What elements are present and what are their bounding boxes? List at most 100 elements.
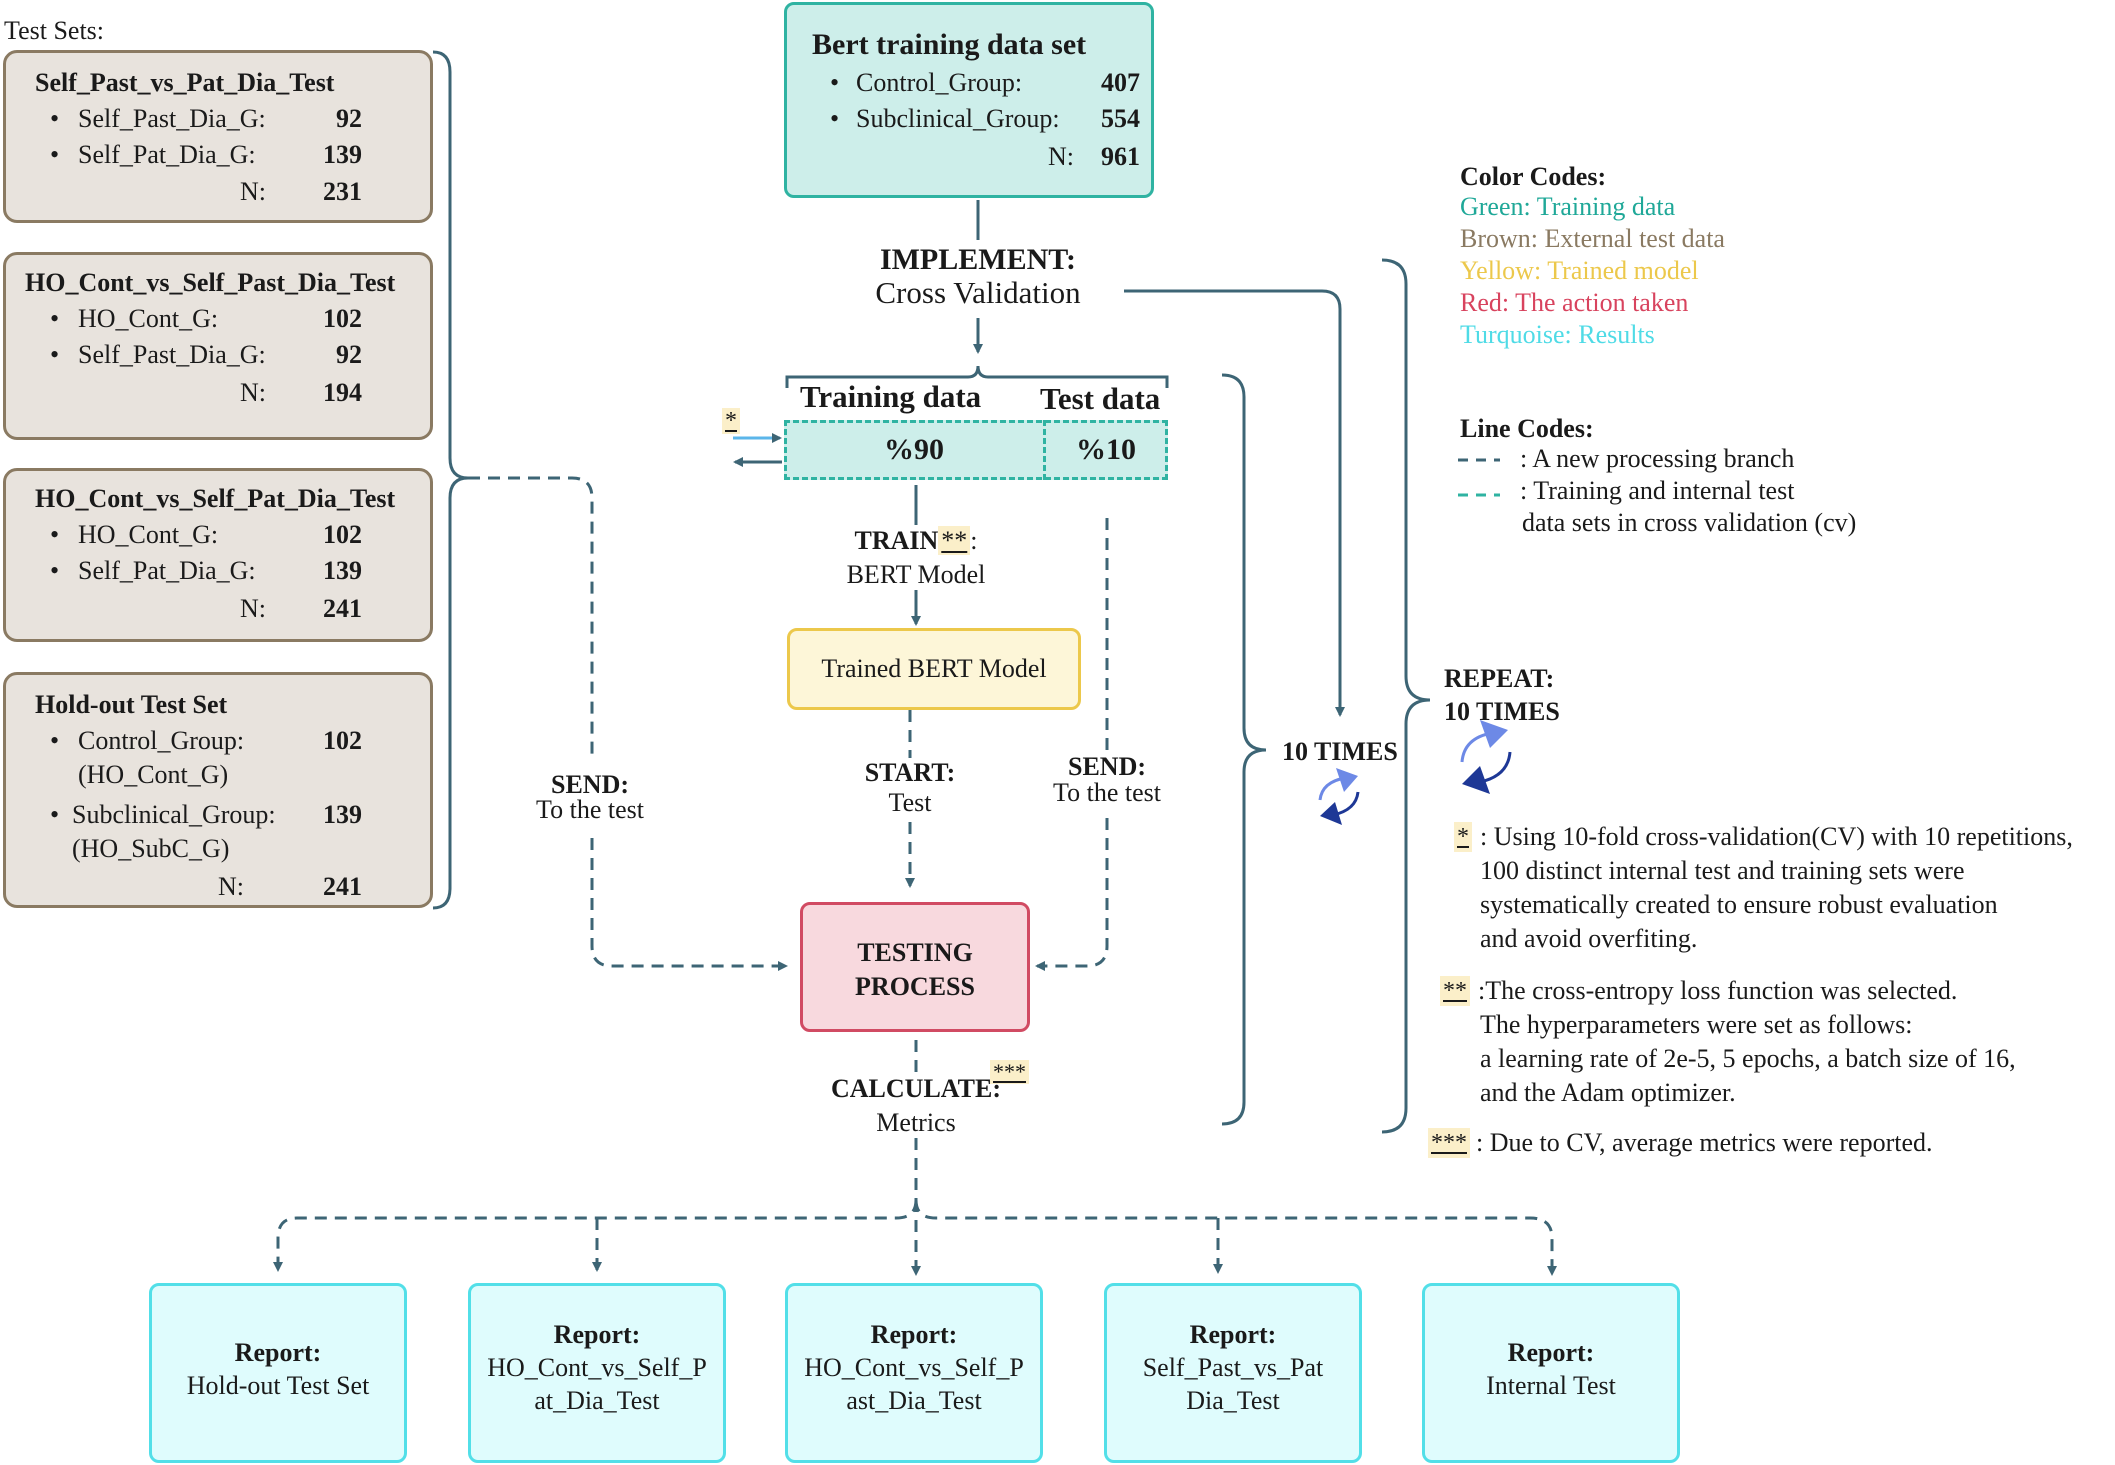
test-set-box-1 [3,50,433,223]
test-set-2-n-label: N: [240,378,266,407]
marker-one: * [722,408,740,434]
note-one-line-3: systematically created to ensure robust … [1480,890,1998,919]
note-one-line-1: : Using 10-fold cross-validation(CV) wit… [1480,822,2073,851]
note-one-line-4: and avoid overfiting. [1480,924,1698,953]
testing-process-box [800,902,1030,1032]
test-set-2-n-value: 194 [323,378,362,407]
test-set-box-4 [3,672,433,908]
test-set-2-row-1-label: HO_Cont_G: [78,304,219,333]
color-code-red: Red: The action taken [1460,288,1689,317]
bullet: • [50,726,60,755]
note-two-line-1: :The cross-entropy loss function was sel… [1478,976,1958,1005]
test-set-4-n-label: N: [218,872,244,901]
note-one-text-1: Using 10-fold cross-validation(CV) with … [1493,822,2073,851]
marker-three: *** [990,1060,1029,1084]
trained-model-box [787,628,1081,710]
report-box-5 [1422,1283,1680,1463]
outer-loop-brace [1381,258,1431,1134]
line-code-cv-2: data sets in cross validation (cv) [1522,508,1857,537]
report-box-3 [785,1283,1043,1463]
test-sets-brace [432,50,469,910]
test-set-4-row-1-label: Control_Group: [78,726,245,755]
line-codes-title: Line Codes: [1460,414,1594,443]
line-code-branch: : A new processing branch [1520,444,1795,473]
color-code-turquoise: Turquoise: Results [1460,320,1655,349]
implement-to-loop-arrow [1124,289,1345,717]
bullet: • [50,800,60,829]
training-set-row-1-value: 407 [1101,68,1140,97]
report-branch [273,1199,918,1272]
test-set-3-n-label: N: [240,594,266,623]
ten-times-label: 10 TIMES [1282,737,1398,766]
training-set-row-2-label: Subclinical_Group: [856,104,1060,133]
report-3-line-1: HO_Cont_vs_Self_P [804,1353,1024,1382]
report-5-label: Report: [1507,1338,1595,1367]
training-set-title: Bert training data set [812,28,1087,61]
report-4-line-2: Dia_Test [1186,1386,1280,1415]
train-suffix: : [970,526,978,555]
report-3-line-2: ast_Dia_Test [846,1386,982,1415]
train-step: TRAIN**: [780,526,1052,556]
split-train-label: Training data [800,379,982,414]
split-test-pct: %10 [1076,433,1136,466]
split-train-pct: %90 [884,433,944,466]
test-set-4-n-value: 241 [323,872,362,901]
test-set-1-title: Self_Past_vs_Pat_Dia_Test [35,68,335,97]
test-set-2-row-2-label: Self_Past_Dia_G: [78,340,266,369]
test-set-4-row-1-sublabel: (HO_Cont_G) [78,760,229,789]
note-one-marker: * [1454,822,1472,852]
report-box-2 [468,1283,726,1463]
note-two-text-1: The cross-entropy loss function was sele… [1485,976,1958,1005]
send-left-text: To the test [536,795,644,824]
test-set-2-row-2-value: 92 [336,340,362,369]
test-set-3-title: HO_Cont_vs_Self_Pat_Dia_Test [35,484,396,513]
training-set-n-value: 961 [1101,142,1140,171]
test-set-1-row-2-value: 139 [323,140,362,169]
note-one-line-2: 100 distinct internal test and training … [1480,856,1965,885]
implement-label: IMPLEMENT: [879,243,1077,276]
color-code-yellow: Yellow: Trained model [1460,256,1699,285]
report-4-label: Report: [1189,1320,1277,1349]
send-left-label: SEND: [550,770,629,799]
cycle-icon-small [1318,768,1360,825]
test-set-2-row-1-value: 102 [323,304,362,333]
calculate-label: CALCULATE: [831,1074,1001,1103]
split-divider [1043,420,1046,480]
bullet: • [50,140,60,169]
bullet: • [50,104,60,133]
report-4-line-1: Self_Past_vs_Pat [1142,1353,1324,1382]
train-label: TRAIN [854,526,939,555]
test-set-1-row-1-value: 92 [336,104,362,133]
test-set-4-row-2-value: 139 [323,800,362,829]
trained-model-label: Trained BERT Model [821,654,1047,683]
test-set-1-n-label: N: [240,177,266,206]
test-set-2-title: HO_Cont_vs_Self_Past_Dia_Test [25,268,396,297]
note-three-line: : Due to CV, average metrics were report… [1476,1128,1933,1157]
send-left-arrow [468,476,594,760]
split-bar [784,420,1168,480]
test-set-4-title: Hold-out Test Set [35,690,228,719]
note-two-line-3: a learning rate of 2e-5, 5 epochs, a bat… [1480,1044,2016,1073]
inner-loop-brace [1221,373,1267,1126]
cycle-icon-large [1460,720,1512,794]
repeat-label: REPEAT: [1444,664,1555,693]
test-sets-header: Test Sets: [4,16,105,45]
marker-two: ** [938,526,971,555]
send-right-text: To the test [1053,778,1161,807]
start-text: Test [888,788,932,817]
note-two-line-4: and the Adam optimizer. [1480,1078,1736,1107]
report-5-line-1: Internal Test [1486,1371,1616,1400]
note-two-marker: ** [1440,976,1470,1006]
test-set-1-row-2-label: Self_Pat_Dia_G: [78,140,256,169]
report-1-label: Report: [234,1338,322,1367]
color-codes-title: Color Codes: [1460,162,1607,191]
bullet: • [50,304,60,333]
report-2-line-1: HO_Cont_vs_Self_P [487,1353,707,1382]
test-set-3-row-1-label: HO_Cont_G: [78,520,219,549]
start-label: START: [864,758,956,787]
note-two-line-2: The hyperparameters were set as follows: [1480,1010,1913,1039]
send-right-label: SEND: [1067,752,1146,781]
repeat-count: 10 TIMES [1444,697,1560,726]
training-set-n-label: N: [1048,142,1074,171]
